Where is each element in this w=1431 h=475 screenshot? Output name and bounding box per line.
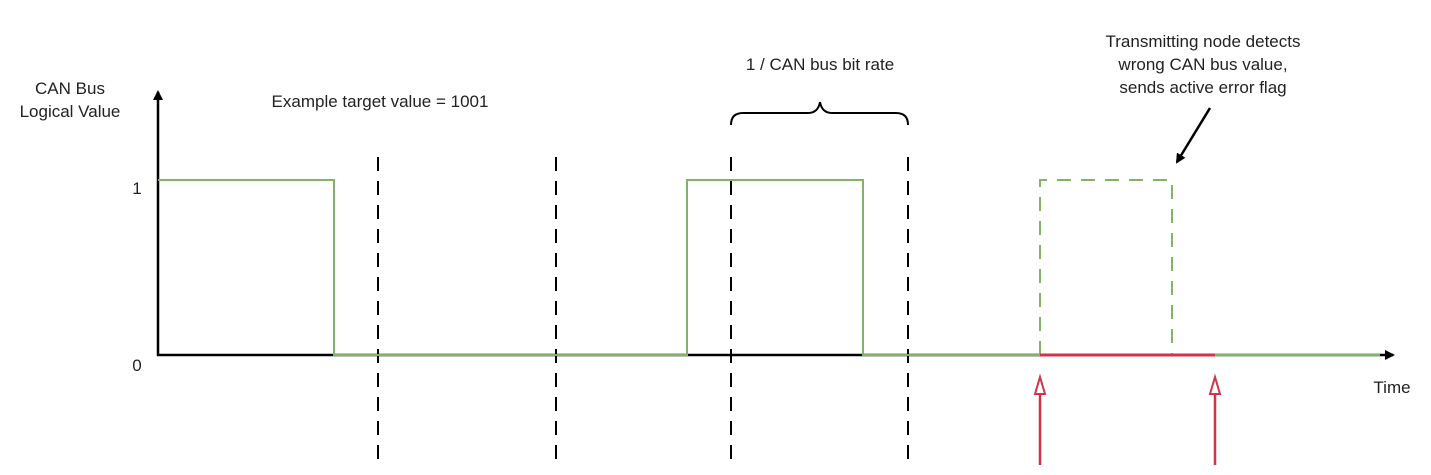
expected-bit-dashed	[1039, 179, 1173, 355]
y-axis-label-line1: CAN Bus	[35, 79, 105, 98]
bit-boundaries	[377, 157, 909, 467]
signal-waveform	[158, 179, 1040, 356]
annotation-line2: wrong CAN bus value,	[1117, 55, 1287, 74]
error-start-arrow	[1033, 373, 1047, 465]
bit-period-label: 1 / CAN bus bit rate	[746, 55, 894, 74]
annotation-arrow	[1175, 107, 1212, 164]
annotation-line3: sends active error flag	[1119, 78, 1286, 97]
annotation-line1: Transmitting node detects	[1106, 32, 1301, 51]
y-axis-label-line2: Logical Value	[20, 102, 121, 121]
tick-label-zero: 0	[132, 356, 141, 375]
example-label: Example target value = 1001	[272, 92, 489, 111]
x-axis-label: Time	[1373, 378, 1410, 397]
bit-period-brace	[730, 101, 909, 126]
error-end-arrow	[1208, 373, 1222, 465]
tick-label-one: 1	[132, 179, 141, 198]
